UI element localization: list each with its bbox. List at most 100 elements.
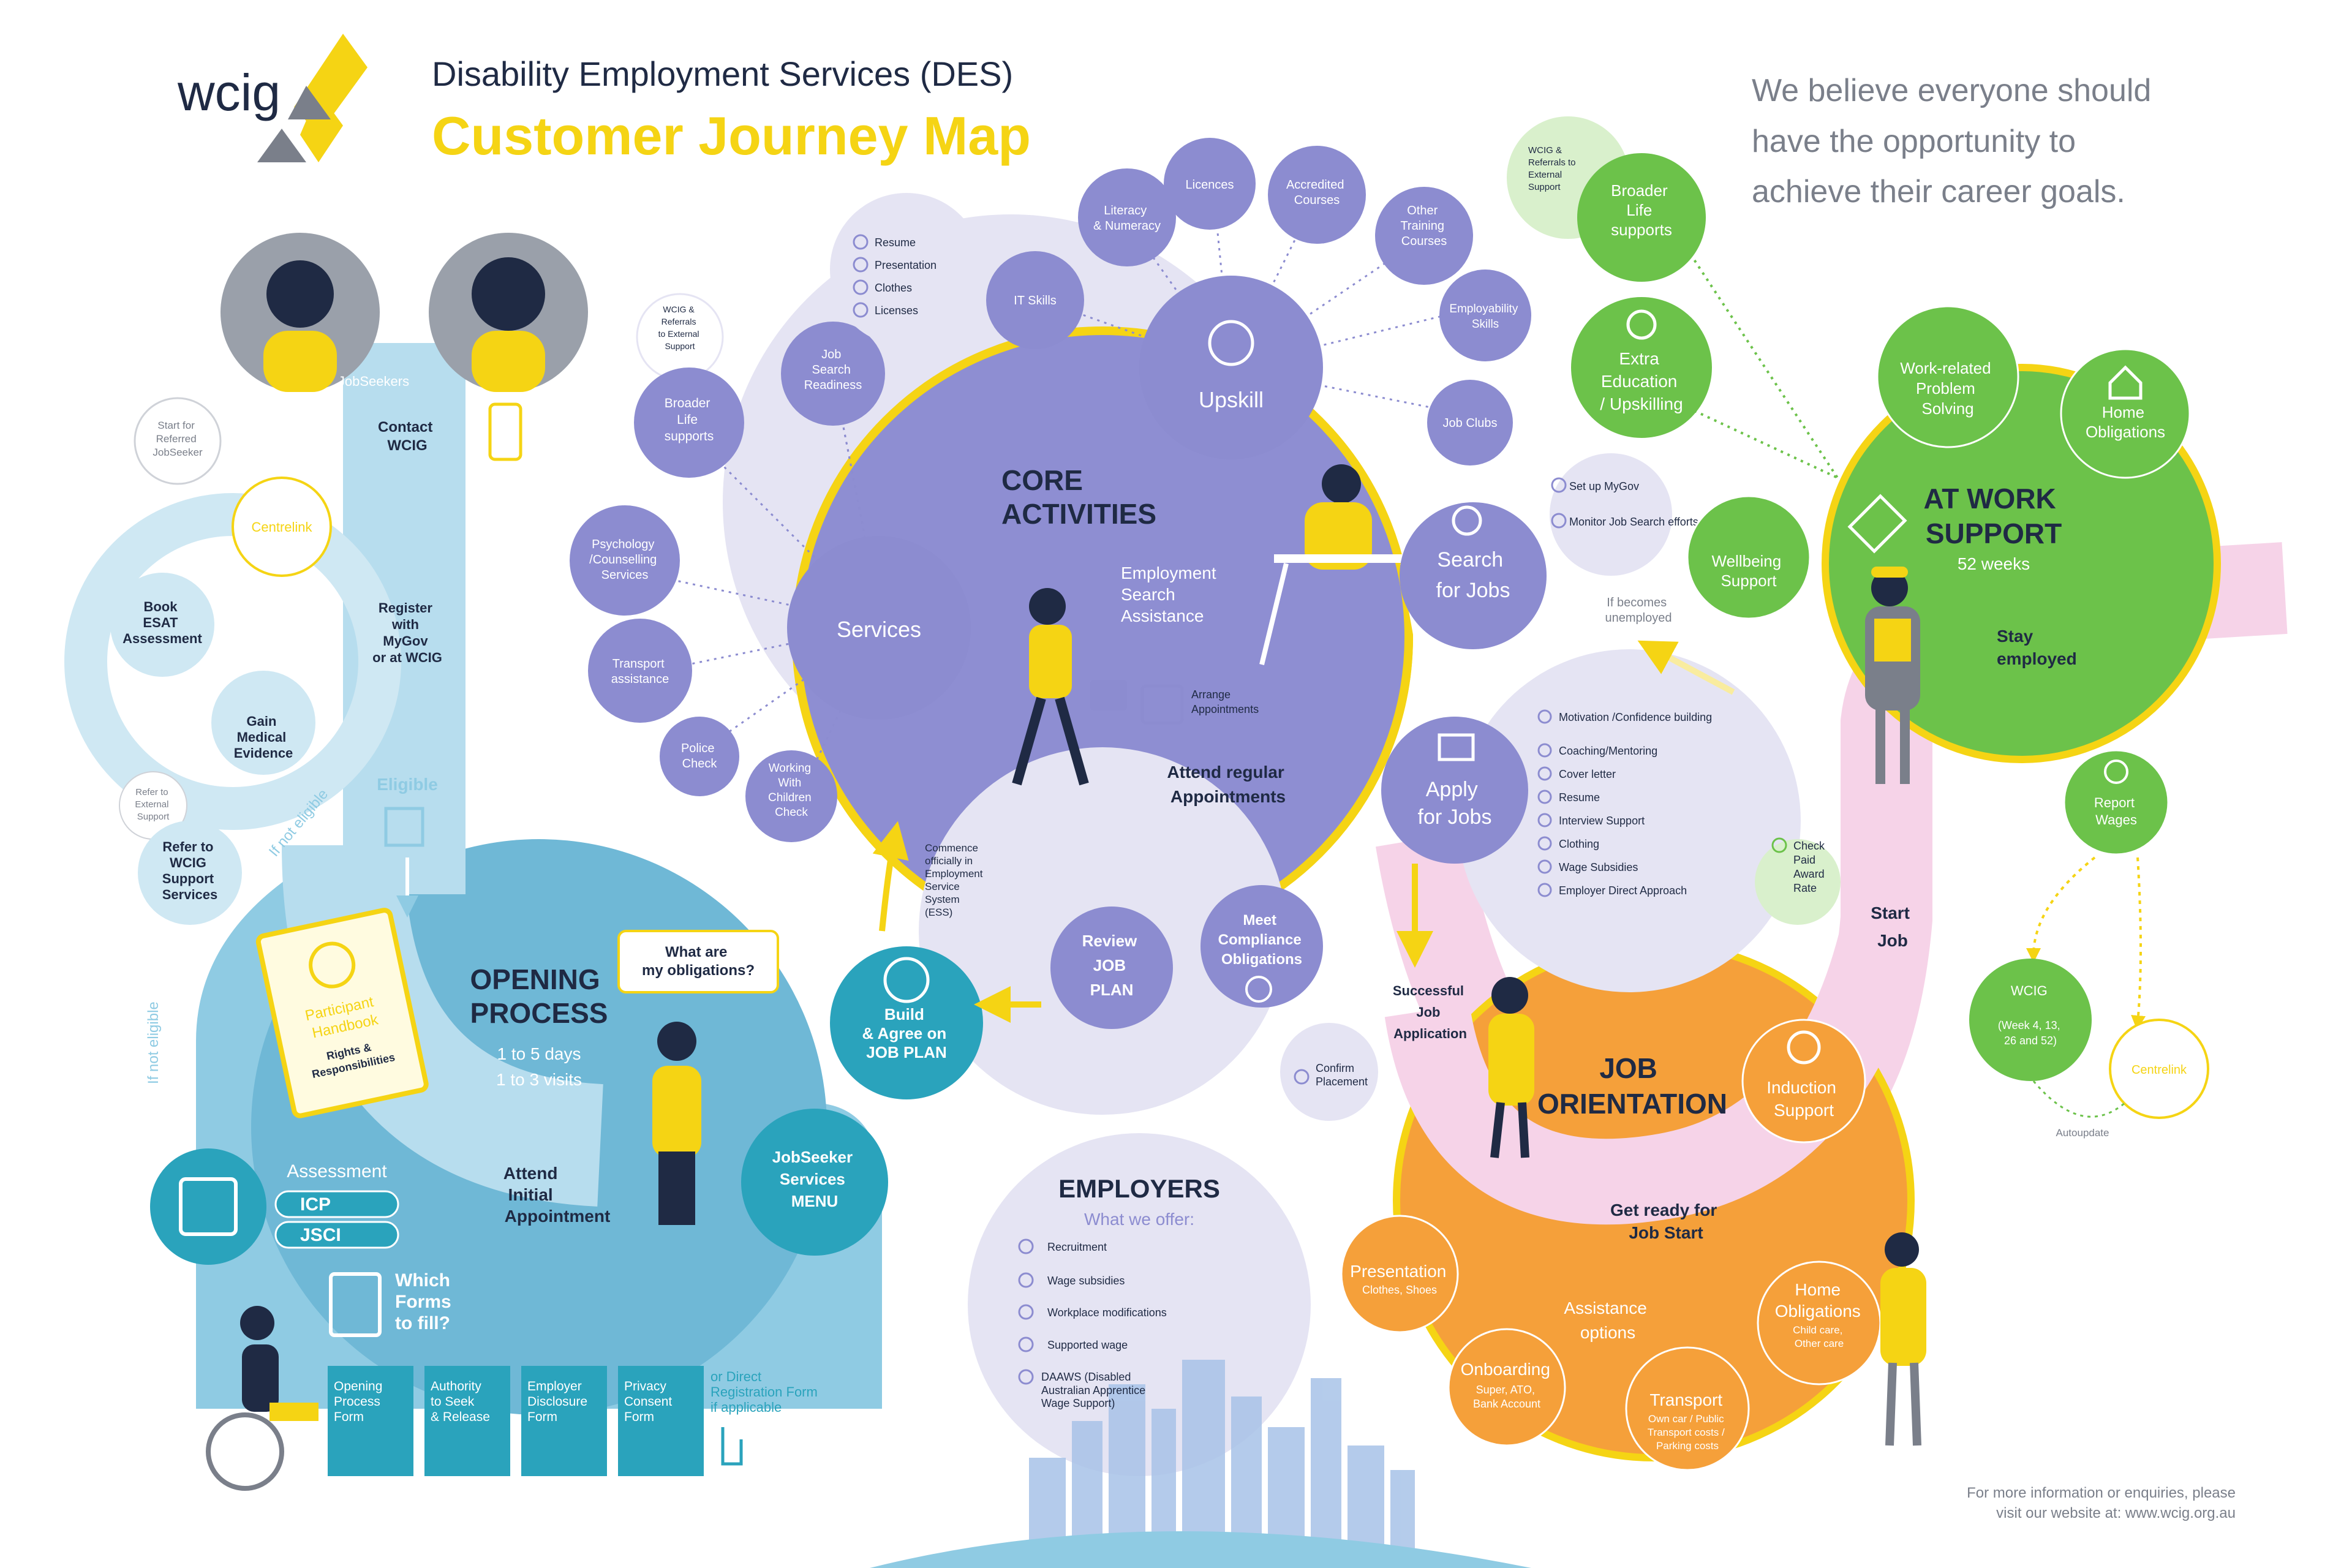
confirm-bubble [1280,1023,1378,1121]
opening-days: 1 to 5 days [497,1044,581,1063]
form-card[interactable] [328,1366,413,1476]
review-job-plan-node[interactable] [1050,907,1173,1029]
service-item-line: Police [681,742,714,755]
service-item[interactable] [781,322,885,426]
book-esat-bubble [110,573,214,677]
home-obligations-line: Home [1795,1280,1841,1299]
problem-solving-node[interactable] [1876,305,2019,448]
refer-wcig-label: Refer to WCIG Support Services [162,839,218,902]
upskill-item[interactable] [1439,270,1531,361]
search-for-jobs-node[interactable] [1400,502,1547,649]
header-subtitle: Disability Employment Services (DES) [432,55,1013,93]
upskill-item[interactable] [1375,187,1473,285]
form-card[interactable] [424,1366,510,1476]
upskill-item[interactable] [1078,168,1176,266]
attend-regular-line: Appointments [1170,787,1286,806]
onboarding-node[interactable] [1447,1328,1566,1447]
report-wages-line: Wages [2095,812,2137,827]
upskill-label: Upskill [1199,387,1264,412]
upskill-item[interactable] [1268,146,1366,244]
employers-item: Recruitment [1047,1241,1107,1253]
transport-line: Parking costs [1656,1440,1719,1452]
wellbeing-node[interactable] [1686,495,1811,620]
menu-line: JobSeeker [772,1148,853,1166]
flow-arrow [1637,640,1735,695]
entry-section: JobSeekers Contact WCIG Start for Referr… [110,233,588,1118]
presentation-node[interactable] [1340,1215,1459,1333]
direct-registration-line: or Direct [710,1369,761,1384]
check-icon [1018,1369,1034,1385]
form-cards: Opening Process Form Authority to Seek &… [328,1366,704,1476]
apply-line: Apply [1426,778,1478,801]
build-job-plan-button[interactable] [830,946,983,1099]
form-card[interactable] [521,1366,607,1476]
extra-education-node[interactable] [1571,297,1712,438]
report-wages-line: Report [2094,795,2135,810]
service-item[interactable] [570,505,680,616]
centrelink-bubble [2109,1019,2209,1119]
tagline-line: have the opportunity to [1752,124,2076,159]
successful-line: Successful [1393,983,1464,998]
service-item[interactable] [588,619,692,723]
search-label: Search for Jobs [1436,548,1510,602]
refer-external-line: Support [137,812,170,822]
unemployed-line: If becomes [1607,596,1667,609]
build-plan-line: JOB PLAN [866,1043,946,1061]
forms-question-line: to fill? [395,1313,450,1333]
services-node[interactable] [787,536,971,720]
form-label: Employer Disclosure Form [527,1379,591,1424]
upskill-item[interactable] [986,251,1084,349]
transport-node[interactable] [1625,1346,1750,1471]
presentation-label: Presentation Clothes, Shoes [1350,1262,1449,1296]
meet-line: Meet [1243,912,1276,929]
meet-compliance-node[interactable] [1200,885,1323,1008]
apply-line: for Jobs [1418,805,1492,829]
check-icon [853,302,869,318]
report-wages-label: Report Wages [2094,795,2138,827]
wellbeing-line: Wellbeing [1712,552,1782,570]
assistance-line: options [1580,1323,1635,1342]
broader-life-node[interactable] [1577,153,1706,282]
service-item[interactable] [634,368,744,478]
get-ready-label: Get ready for Job Start [1610,1200,1722,1242]
service-item[interactable] [660,717,739,796]
logo-mark-icon [257,34,368,162]
service-item-line: supports [665,429,714,443]
orientation-title-line: ORIENTATION [1537,1088,1727,1120]
wheelchair-user-figure [206,1306,318,1491]
core-title-line: CORE [1001,464,1083,496]
check-icon [1537,766,1552,781]
upskill-item-label: Accredited Courses [1286,178,1348,207]
core-activities: CORE ACTIVITIES Employment Search Assist… [570,138,1712,1029]
menu-label: JobSeeker Services MENU [772,1148,858,1210]
upskill-item[interactable] [1427,380,1513,466]
confirm-label: Confirm Placement [1316,1062,1368,1088]
work-home-obligations-node[interactable] [2060,348,2191,479]
service-item-label: Transport assistance [611,657,669,686]
opening-process: OPENING PROCESS 1 to 5 days 1 to 3 visit… [150,821,1041,1491]
transport-line: Transport costs / [1648,1427,1725,1438]
refer-wcig-line: Support [162,871,214,886]
esa-label: Employment Search Assistance [1121,564,1221,625]
induction-support-node[interactable] [1741,1019,1866,1144]
arrange-line: Appointments [1191,703,1259,715]
stay-employed-label: Stay employed [1997,627,2077,668]
search-line: for Jobs [1436,579,1510,602]
transport-line: Own car / Public [1648,1413,1724,1425]
check-award-line: Rate [1793,882,1817,894]
start-job-line: Start [1871,903,1910,922]
service-item[interactable] [745,750,837,842]
apply-for-jobs-node[interactable] [1381,717,1528,864]
check-icon [1537,743,1552,758]
form-card[interactable] [618,1366,704,1476]
home-obligations-label: Home Obligations Child care, Other care [1775,1280,1864,1349]
upskill-node[interactable] [1139,276,1323,459]
check-icon [1018,1336,1034,1352]
report-wages-node[interactable] [2063,749,2169,856]
problem-solving-line: Solving [1921,399,1973,418]
upskill-item[interactable] [1164,138,1256,230]
work-home-label: Home Obligations [2086,403,2165,441]
header: wcig Disability Employment Services (DES… [177,34,2151,209]
jobseekers-label: JobSeekers [338,374,409,389]
jobseeker-services-menu-button[interactable] [741,1109,888,1256]
